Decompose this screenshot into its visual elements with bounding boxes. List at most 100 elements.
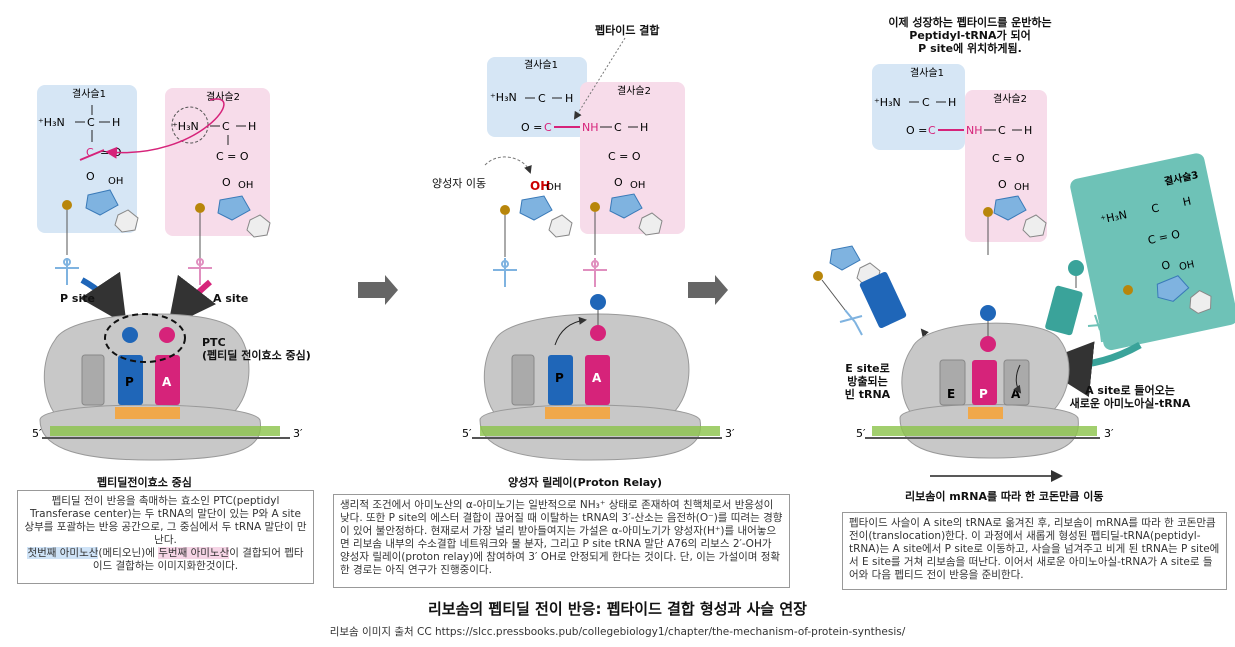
p3-description: 펩타이드 사슬이 A site의 tRNA로 옮겨진 후, 리보솜이 mRNA를… <box>842 512 1227 590</box>
chain2-box-p2 <box>580 82 685 234</box>
p1-description: 펩티딜 전이 반응을 촉매하는 효소인 PTC(peptidyl Transfe… <box>17 490 314 584</box>
p1-p-site-block <box>118 355 143 405</box>
p3-incoming-trna <box>1045 260 1113 343</box>
p2-chain2-label: 결사슬2 <box>617 85 651 97</box>
p3-h3n: ⁺H₃N <box>874 96 901 109</box>
arrow-1-to-2 <box>358 275 398 305</box>
p1-carbonyl-c: C <box>86 146 94 159</box>
p1-o-ester: O <box>86 170 95 183</box>
p1-h2: H <box>248 120 256 133</box>
p3-chain2-label: 결사슬2 <box>993 93 1027 105</box>
p2-trna-p-icon <box>493 258 517 287</box>
p1-a-site-arrow <box>167 274 216 328</box>
p1-trna-p-icon <box>55 258 79 285</box>
p3-chain1-label: 결사슬1 <box>910 67 944 79</box>
p1-3prime: 3′ <box>293 427 303 440</box>
p1-oh2: OH <box>238 180 253 191</box>
p3-ceqo: C = O <box>992 152 1025 165</box>
p2-carbonyl-c: C <box>544 121 552 134</box>
p2-oh2: OH <box>630 180 645 191</box>
p1-base1 <box>114 209 139 233</box>
p1-ceqo2: C = O <box>216 150 249 163</box>
p2-anticodon-strip <box>545 407 610 419</box>
p2-h1: H <box>565 92 573 105</box>
p1-oh1: OH <box>108 176 123 187</box>
p2-aa2-ball <box>590 325 606 341</box>
p3-anticodon-strip <box>968 407 1003 419</box>
p2-ribose1 <box>519 195 553 221</box>
ptc-label: PTC (펩티딜 전이효소 중심) <box>202 336 311 362</box>
p2-ceqo: C = O <box>608 150 641 163</box>
chain1-box-p3 <box>872 64 965 150</box>
p2-c2: C <box>614 121 622 134</box>
p1-a-letter: A <box>162 375 172 389</box>
p2-proton-arrow <box>484 156 532 174</box>
p2-a-letter: A <box>592 371 602 385</box>
p2-phosphate2 <box>590 202 600 212</box>
p2-base1 <box>548 214 573 238</box>
p1-p-site-arrow <box>80 271 127 325</box>
image-source: 리보솜 이미지 출처 CC https://slcc.pressbooks.pu… <box>329 626 906 638</box>
p1-base2 <box>246 214 271 238</box>
chain3-box-p3 <box>1070 153 1235 351</box>
p1-5prime: 5′ <box>32 427 42 440</box>
p2-chain-transfer-arrow <box>554 316 587 346</box>
chain1-box-p1 <box>37 85 137 233</box>
p1-ribosome-large <box>43 313 250 421</box>
p3-c3: C <box>1150 201 1161 215</box>
p1-desc-mid: (메티오닌)에 <box>98 547 159 559</box>
p1-h3n-2: ⁺H₃N <box>172 120 199 133</box>
p3-c1: C <box>922 96 930 109</box>
p3-phosphate2 <box>983 207 993 217</box>
p3-aa2-ball <box>980 336 996 352</box>
p2-aa1-ball <box>590 294 606 310</box>
p3-c2: C <box>998 124 1006 137</box>
p3-o-eq: O = <box>906 124 927 137</box>
page-title: 리보솜의 펩티딜 전이 반응: 펩타이드 결합 형성과 사슬 연장 <box>428 600 807 618</box>
p2-oh1: OH <box>546 182 561 193</box>
p1-mrna-strip <box>50 426 280 436</box>
p1-chain2-label: 결사슬2 <box>206 91 240 103</box>
p2-mrna-strip <box>480 426 720 436</box>
p1-h1: H <box>112 116 120 129</box>
p2-ribose2 <box>609 193 643 219</box>
p3-oh3: OH <box>1178 259 1195 273</box>
p3-p-site-block <box>972 360 997 405</box>
p3-chain3-structure: ⁺H₃N C H C = O O OH <box>1099 195 1212 314</box>
p3-carbonyl-c: C <box>928 124 936 137</box>
p3-h3: H <box>1182 195 1193 209</box>
chain2-box-p3 <box>965 90 1047 242</box>
p3-a-letter: A <box>1011 387 1021 401</box>
p2-base2 <box>638 212 663 236</box>
p2-p-letter: P <box>555 371 564 385</box>
p2-trna-a-icon <box>583 258 607 287</box>
p3-top-note: 이제 성장하는 펩타이드를 운반하는 Peptidyl-tRNA가 되어 P s… <box>888 16 1052 55</box>
p1-caption: 펩티딜전이효소 중심 <box>97 476 192 489</box>
p1-desc-hl1: 첫번째 아미노산 <box>27 547 99 559</box>
p1-ptc-circle <box>104 313 186 363</box>
p1-attack-arrow <box>105 98 225 159</box>
p3-5prime: 5′ <box>856 427 866 440</box>
p3-o-ester: O <box>998 178 1007 191</box>
proton-move-label: 양성자 이동 <box>432 177 487 190</box>
p2-description: 생리적 조건에서 아미노산의 α-아미노기는 일반적으로 NH₃⁺ 상태로 존재… <box>333 494 790 588</box>
p2-oh-red: OH <box>530 179 550 193</box>
p3-e-site-label: E site로 방출되는 빈 tRNA <box>844 362 891 401</box>
p1-o-ester2: O <box>222 176 231 189</box>
p2-chain1-label: 결사슬1 <box>524 59 558 71</box>
p3-h3n-3: ⁺H₃N <box>1099 208 1128 226</box>
p1-desc-main: 펩티딜 전이 반응을 촉매하는 효소인 PTC(peptidyl Transfe… <box>24 495 307 546</box>
p1-chain1-label: 결사슬1 <box>72 88 106 100</box>
p3-phosphate3 <box>1123 285 1133 295</box>
p2-o-ester: O <box>614 176 623 189</box>
p1-p-letter: P <box>125 375 134 389</box>
p1-phosphate2 <box>195 203 205 213</box>
p1-c1: C <box>87 116 95 129</box>
p3-oh2: OH <box>1014 182 1029 193</box>
p2-3prime: 3′ <box>725 427 735 440</box>
p2-caption: 양성자 릴레이(Proton Relay) <box>508 476 663 489</box>
arrow-2-to-3 <box>688 275 728 305</box>
p2-c1: C <box>538 92 546 105</box>
p2-nh: NH <box>582 121 599 134</box>
